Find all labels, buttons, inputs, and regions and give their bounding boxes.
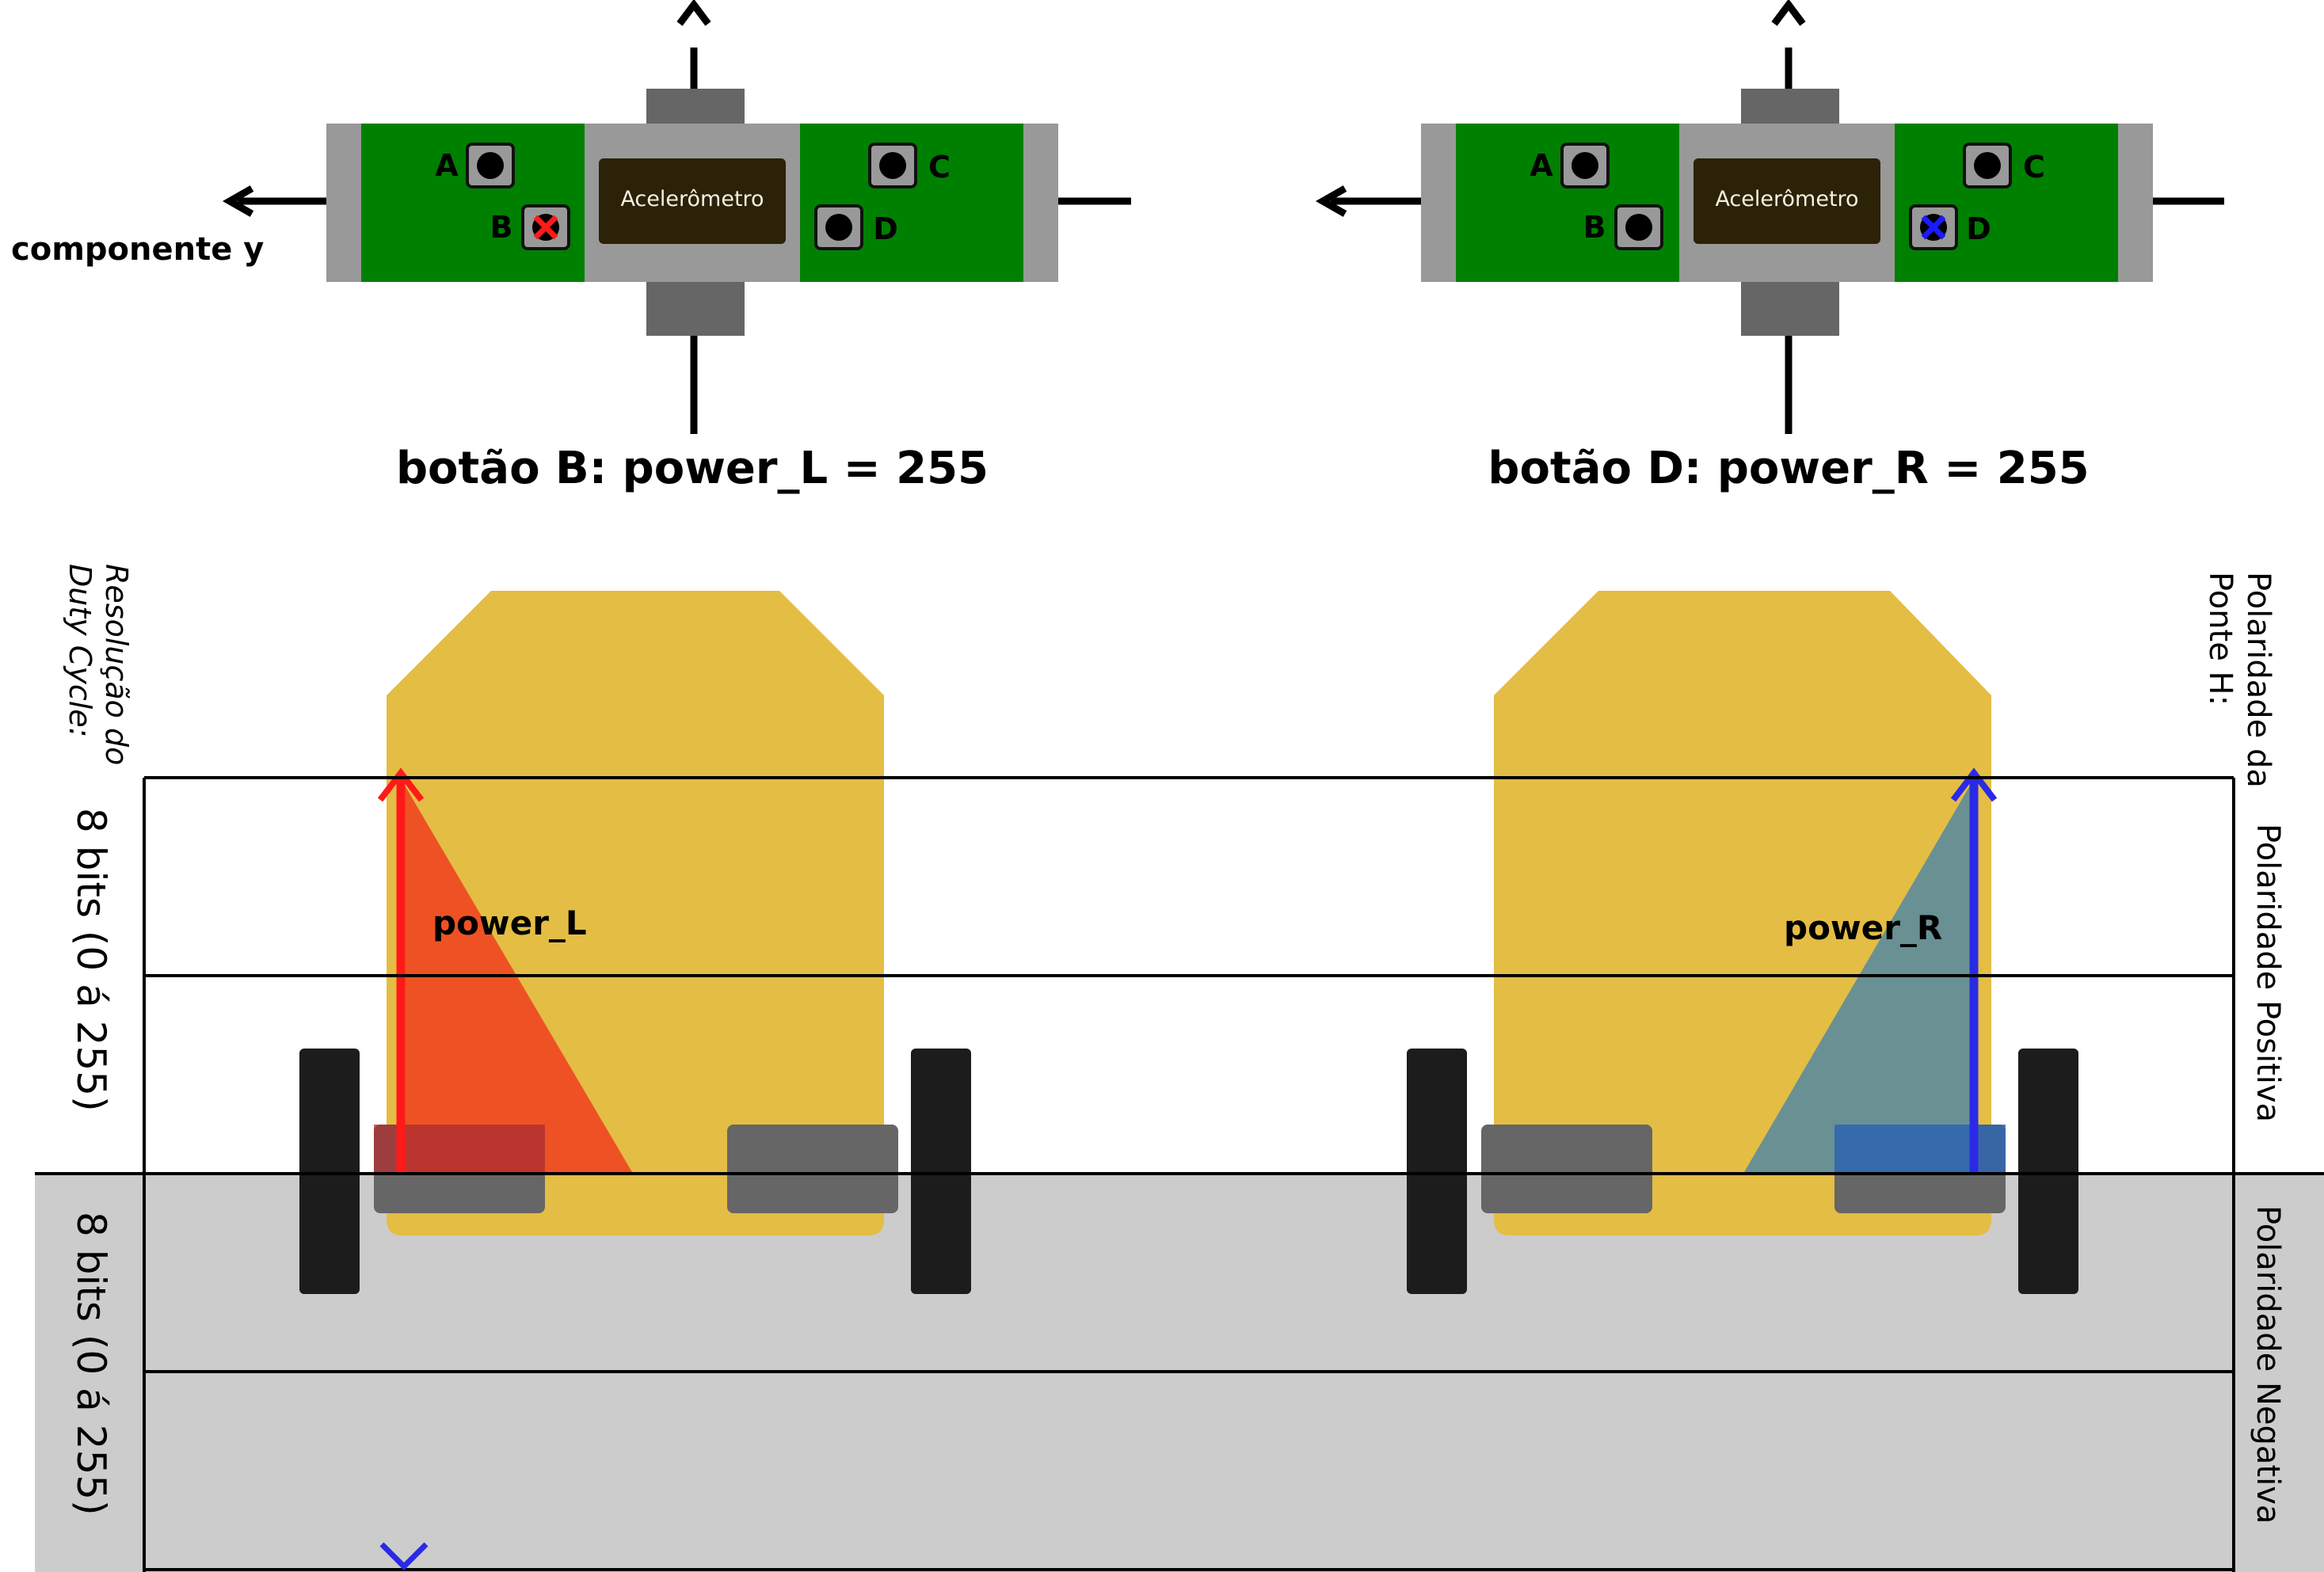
- button-b[interactable]: B: [490, 204, 570, 250]
- right-title: Polaridade da Ponte H:: [2202, 572, 2276, 788]
- svg-text:C: C: [2023, 150, 2045, 185]
- arrow-up-icon: [1771, 0, 1806, 26]
- robot-left: power_L: [299, 591, 971, 1294]
- wheel-right: [911, 1049, 971, 1294]
- svg-text:C: C: [928, 150, 951, 185]
- svg-text:Resolução do: Resolução do: [99, 564, 134, 765]
- accelerometer-label: Acelerômetro: [620, 187, 764, 211]
- svg-text:A: A: [435, 148, 459, 183]
- power-l-label: power_L: [432, 904, 587, 942]
- connector-top: [1741, 89, 1839, 124]
- accelerometer-chip: [1693, 158, 1880, 244]
- accelerometer-label: Acelerômetro: [1715, 187, 1858, 211]
- motor-right: [727, 1125, 898, 1213]
- button-b[interactable]: B: [1583, 204, 1663, 250]
- arrow-up-icon: [676, 0, 711, 26]
- power-r-label: power_R: [1784, 908, 1942, 947]
- button-d[interactable]: D: [814, 204, 898, 250]
- connector-bottom: [646, 282, 745, 336]
- button-a[interactable]: A: [435, 143, 515, 188]
- svg-text:D: D: [873, 211, 898, 246]
- svg-text:Ponte H:: Ponte H:: [2202, 572, 2238, 706]
- button-c[interactable]: C: [868, 143, 951, 188]
- left-upper-range: 8 bits (0 á 255): [68, 808, 114, 1112]
- arrow-down-icon: [379, 1542, 429, 1570]
- right-lower-polarity: Polaridade Negativa: [2250, 1205, 2286, 1524]
- wheel-right: [2018, 1049, 2078, 1294]
- arrow-left-icon: [1315, 185, 1347, 217]
- svg-text:B: B: [490, 210, 513, 245]
- button-a[interactable]: A: [1530, 143, 1610, 188]
- arrow-up-icon: [1950, 767, 1998, 802]
- robot-right: power_R: [1407, 591, 2078, 1294]
- left-title: Resolução do Duty Cycle:: [63, 564, 134, 765]
- controller-right: Acelerômetro A B C D botão D: power_R = …: [1315, 0, 2224, 494]
- pressed-x-icon: [533, 215, 558, 240]
- accelerometer-chip: [599, 158, 786, 244]
- controller-left: Acelerômetro A B C D componente y b: [11, 0, 1131, 494]
- svg-text:D: D: [1966, 211, 1991, 246]
- grid-lines: [35, 776, 2324, 1572]
- connector-top: [646, 89, 745, 124]
- wheel-left: [1407, 1049, 1467, 1294]
- motor-overlap: [1834, 1125, 2006, 1174]
- pressed-x-icon: [1921, 215, 1946, 240]
- button-d[interactable]: D: [1909, 204, 1991, 250]
- arrow-up-icon: [377, 767, 425, 802]
- axis-label-y: componente y: [11, 231, 264, 268]
- wheel-left: [299, 1049, 360, 1294]
- svg-text:Polaridade da: Polaridade da: [2240, 572, 2276, 788]
- arrow-left-icon: [222, 185, 254, 217]
- svg-text:B: B: [1583, 210, 1606, 245]
- right-upper-polarity: Polaridade Positiva: [2250, 824, 2286, 1122]
- button-c[interactable]: C: [1963, 143, 2045, 188]
- left-lower-range: 8 bits (0 á 255): [68, 1212, 114, 1516]
- caption-right: botão D: power_R = 255: [1488, 443, 2089, 494]
- motor-left: [1481, 1125, 1652, 1213]
- svg-text:Duty Cycle:: Duty Cycle:: [63, 564, 97, 737]
- connector-bottom: [1741, 282, 1839, 336]
- caption-left: botão B: power_L = 255: [396, 443, 989, 494]
- svg-text:A: A: [1530, 148, 1553, 183]
